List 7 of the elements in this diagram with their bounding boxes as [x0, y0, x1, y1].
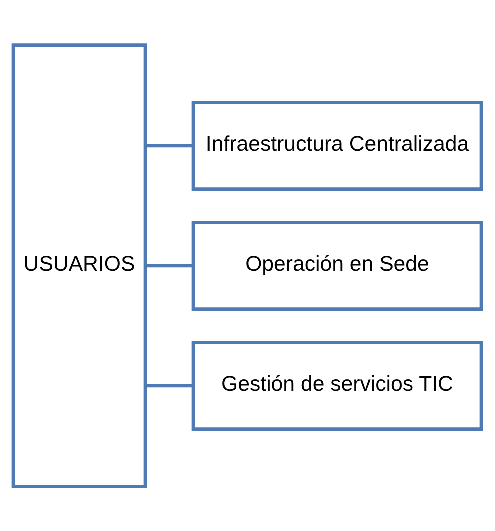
node-box: Operación en Sede — [192, 220, 484, 310]
node-box: Gestión de servicios TIC — [192, 340, 484, 430]
connector — [146, 384, 194, 388]
node-box: USUARIOS — [12, 43, 148, 488]
connector — [146, 144, 194, 148]
connector — [146, 264, 194, 268]
node-box: Infraestructura Centralizada — [192, 100, 484, 190]
